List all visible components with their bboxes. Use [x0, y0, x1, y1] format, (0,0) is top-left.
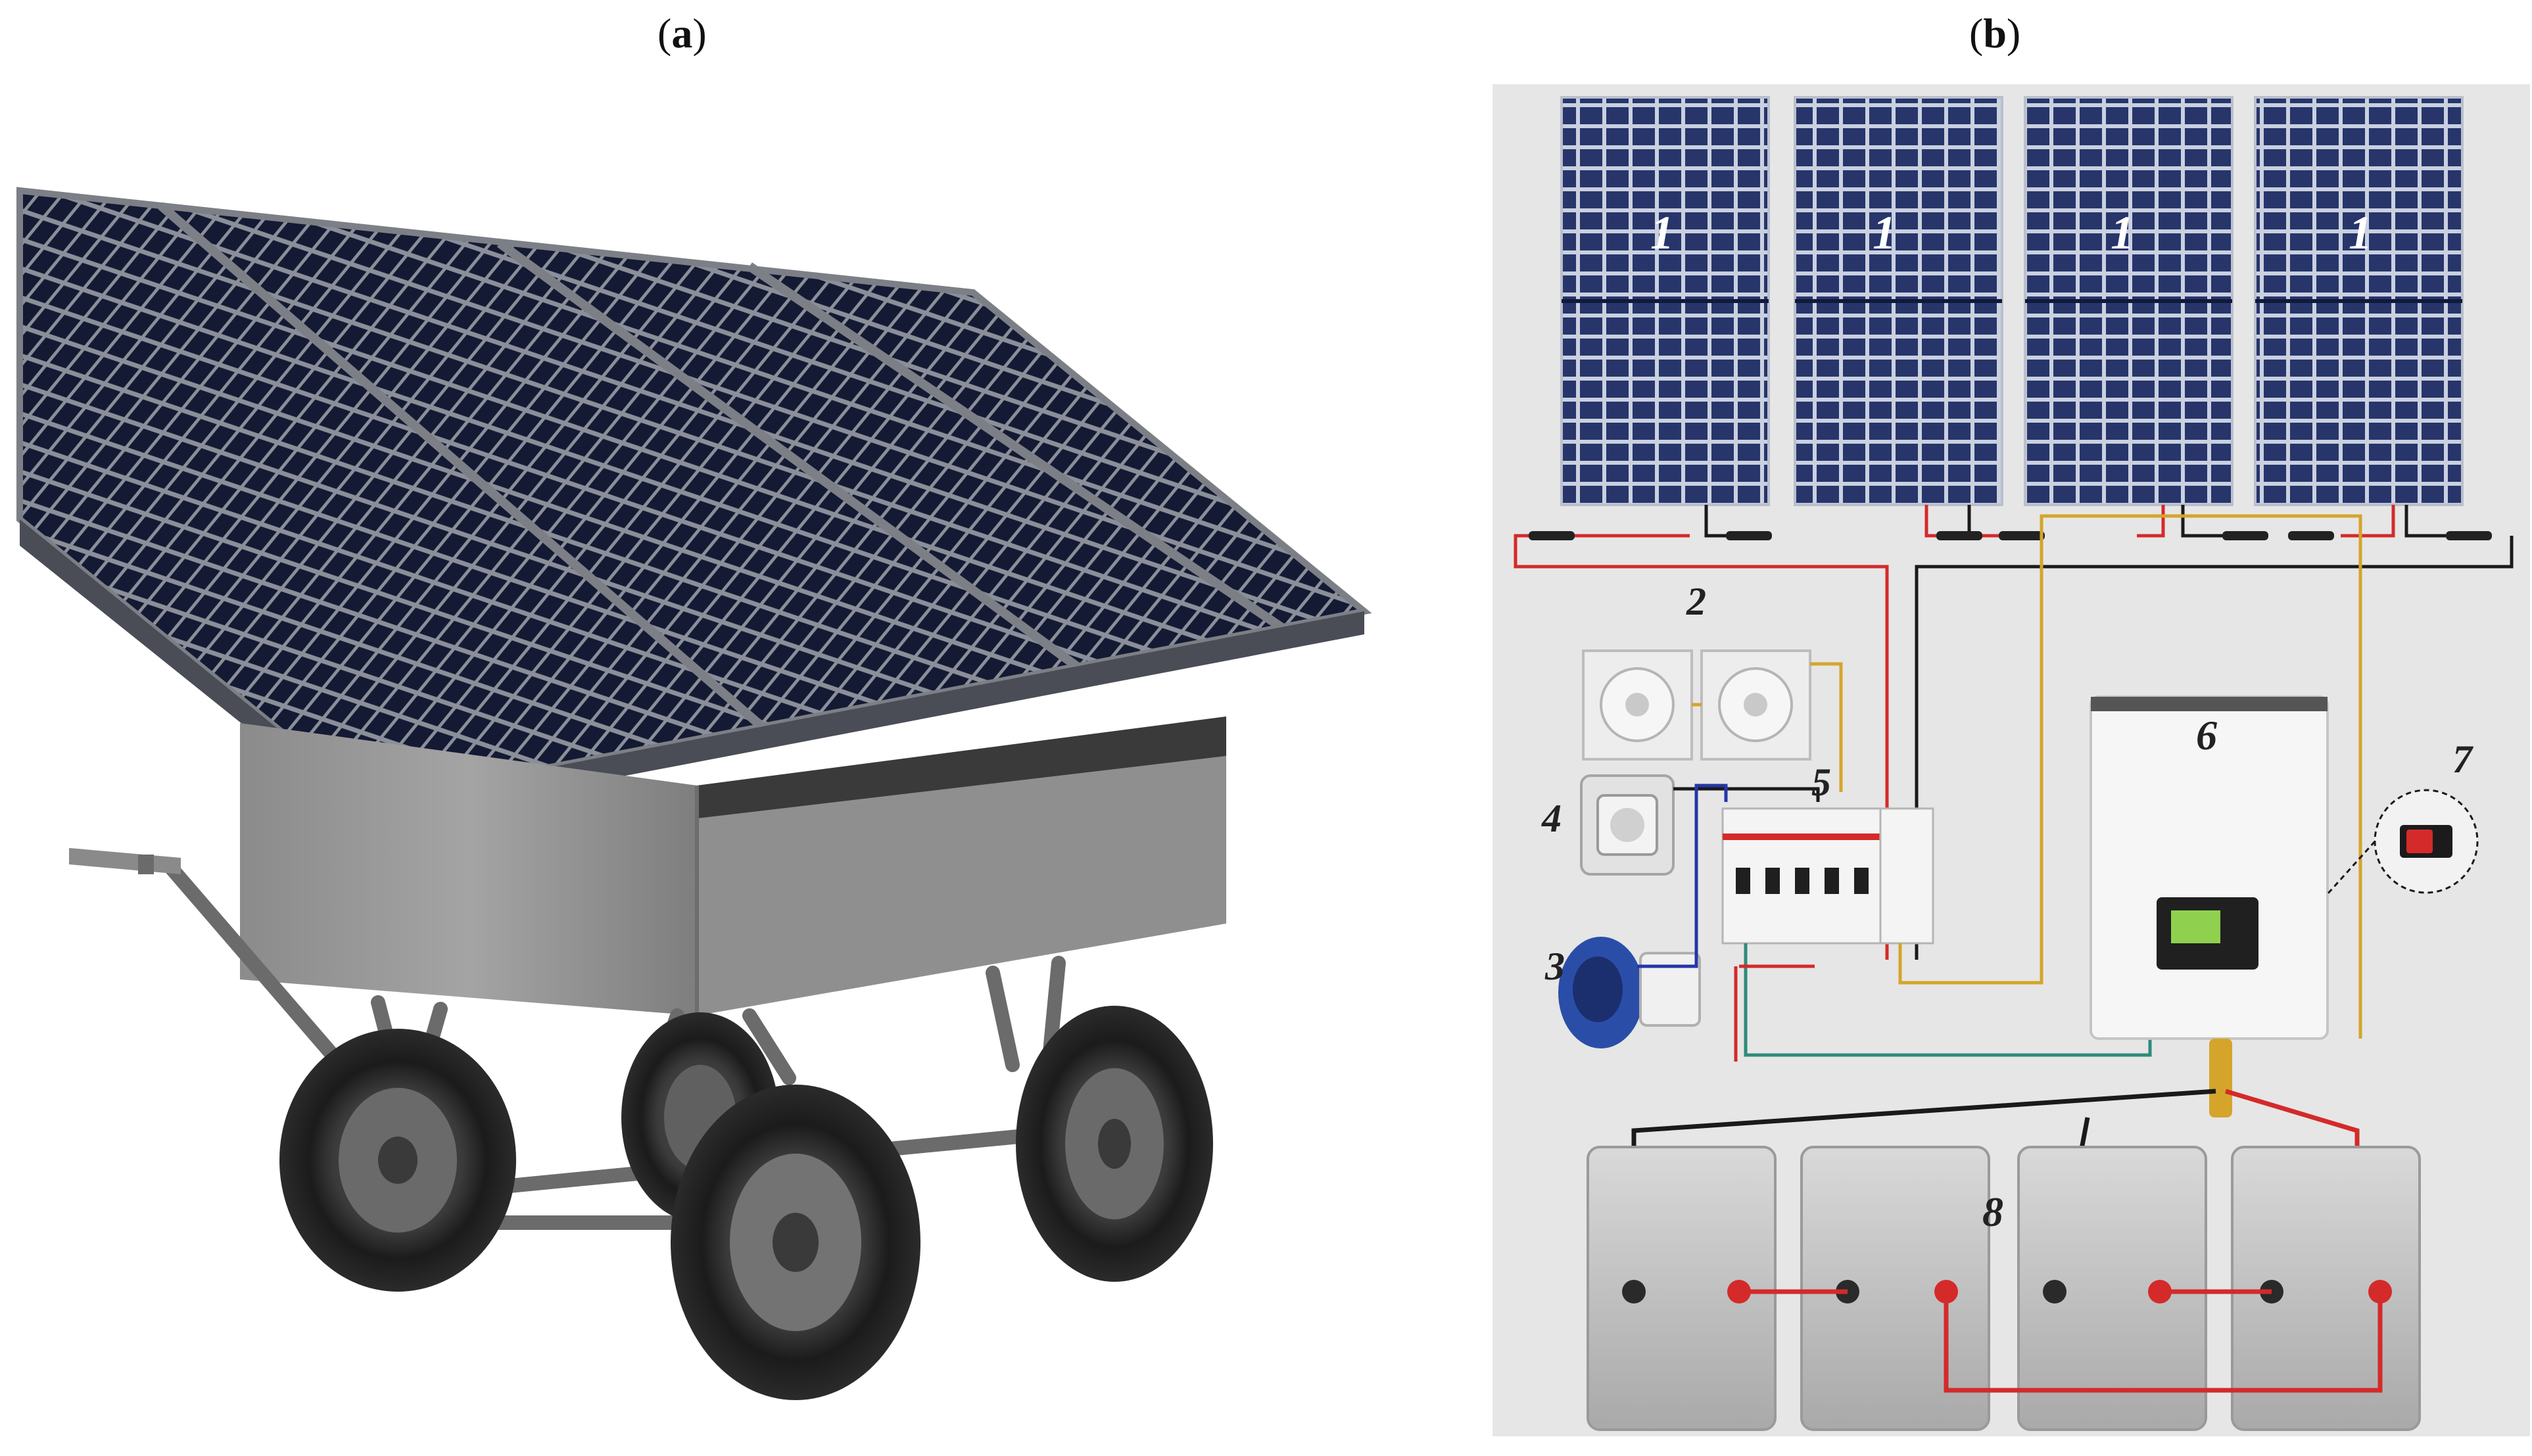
ac-output-wire [1744, 943, 2152, 1057]
fan-wire [1810, 662, 1843, 792]
battery-1 [1587, 1146, 1777, 1431]
exhaust-fan-1 [1582, 649, 1693, 761]
inverter-link-wire [1898, 514, 2362, 1039]
callout-fans: 2 [1686, 580, 1706, 623]
pv-panel-2 [1794, 96, 2003, 506]
callout-pv-1: 1 [1650, 206, 1674, 259]
hybrid-inverter [2090, 695, 2329, 1040]
battery-4 [2231, 1146, 2421, 1431]
callout-pv-4: 1 [2349, 206, 2372, 259]
callout-batteries: 8 [1982, 1188, 2003, 1235]
cart-wheel-front-right [1016, 1006, 1213, 1282]
callout-switch: 7 [2452, 738, 2473, 781]
pv-panel-4 [2254, 96, 2464, 506]
callout-socket: 4 [1541, 797, 1562, 840]
pv-panel-3 [2024, 96, 2233, 506]
pv-panel-1 [1560, 96, 1770, 506]
solar-cart-illustration [16, 187, 1372, 1400]
callout-breakers: 5 [1811, 761, 1831, 804]
callout-inverter: 6 [2196, 712, 2217, 759]
industrial-power-plug [1558, 937, 1701, 1048]
cart-wheel-front-left [671, 1085, 920, 1400]
wiring-diagram: 1 1 1 1 [1493, 84, 2530, 1436]
panel-label-b: (b) [1969, 10, 2021, 57]
battery-2 [1800, 1146, 1990, 1431]
dc-breaker [1879, 807, 1934, 945]
panel-label-a: (a) [657, 10, 707, 57]
cart-wheel-rear-left [279, 1029, 516, 1292]
callout-pv-3: 1 [2111, 206, 2134, 259]
rocker-switch [2326, 789, 2479, 895]
exhaust-fan-2 [1700, 649, 1811, 761]
battery-series-links [1739, 1289, 2383, 1393]
battery-3 [2017, 1146, 2207, 1431]
callout-plug: 3 [1544, 945, 1565, 988]
plug-wire [1637, 784, 1728, 968]
pv-mc4-connectors [1529, 531, 2492, 540]
cart-tow-handle [69, 848, 181, 874]
callout-pv-2: 1 [1873, 206, 1896, 259]
cart-storage-box [240, 716, 1226, 1016]
weatherproof-socket [1580, 774, 1675, 876]
cart-solar-array [16, 187, 1372, 825]
